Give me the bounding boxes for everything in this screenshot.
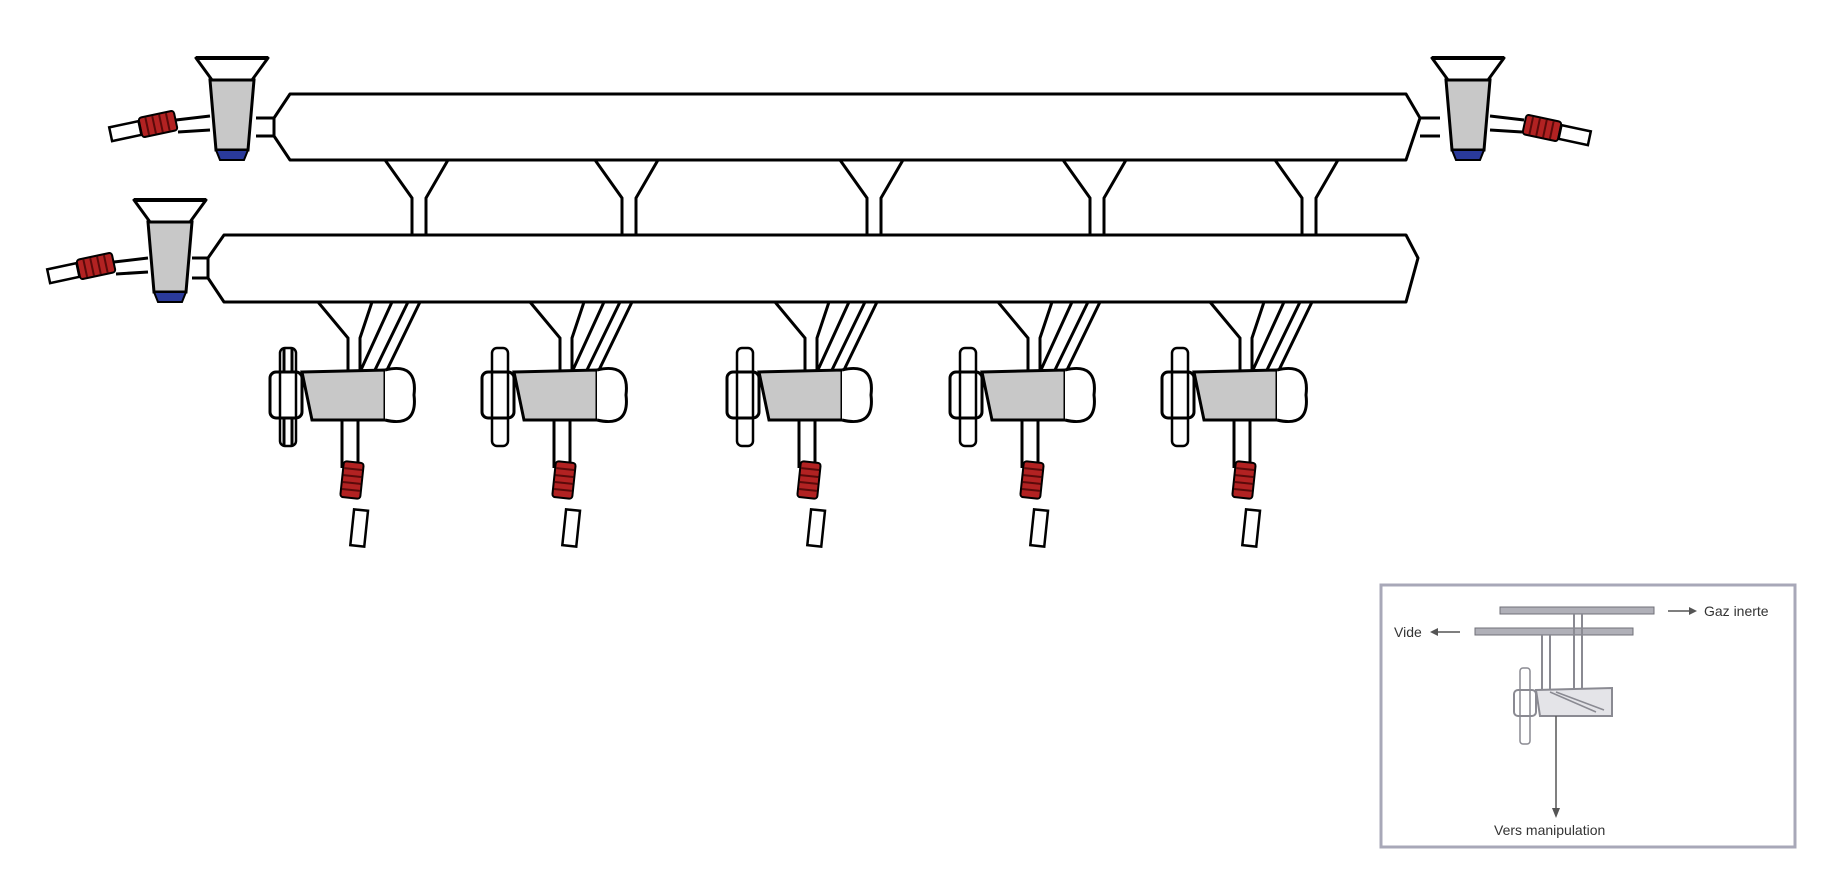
upper-manifold-tube bbox=[272, 92, 1422, 162]
three-way-tap-3[interactable] bbox=[725, 301, 879, 468]
inert-gas-arrow bbox=[1668, 607, 1697, 615]
inert-gas-label: Gaz inerte bbox=[1704, 603, 1769, 619]
upper-right-end-stopcock[interactable] bbox=[1430, 56, 1593, 162]
lower-manifold bbox=[192, 233, 1420, 304]
three-way-tap-2[interactable] bbox=[480, 301, 634, 468]
manipulation-label: Vers manipulation bbox=[1494, 822, 1605, 838]
three-way-tap-1[interactable] bbox=[268, 301, 422, 468]
inset-schematic: Vide Gaz inerte Vers manipulation bbox=[1379, 583, 1797, 849]
lower-left-end-stopcock[interactable] bbox=[45, 198, 208, 304]
upper-manifold bbox=[256, 92, 1440, 235]
lower-manifold-tube bbox=[206, 233, 1420, 304]
vacuum-arrow bbox=[1430, 628, 1460, 636]
manifold-interconnects bbox=[383, 159, 1340, 235]
three-way-tap-5[interactable] bbox=[1160, 301, 1314, 468]
three-way-tap-4[interactable] bbox=[948, 301, 1102, 468]
vacuum-label: Vide bbox=[1394, 624, 1422, 640]
tap-outlet-connectors bbox=[339, 460, 1262, 548]
upper-left-end-stopcock[interactable] bbox=[107, 56, 270, 162]
